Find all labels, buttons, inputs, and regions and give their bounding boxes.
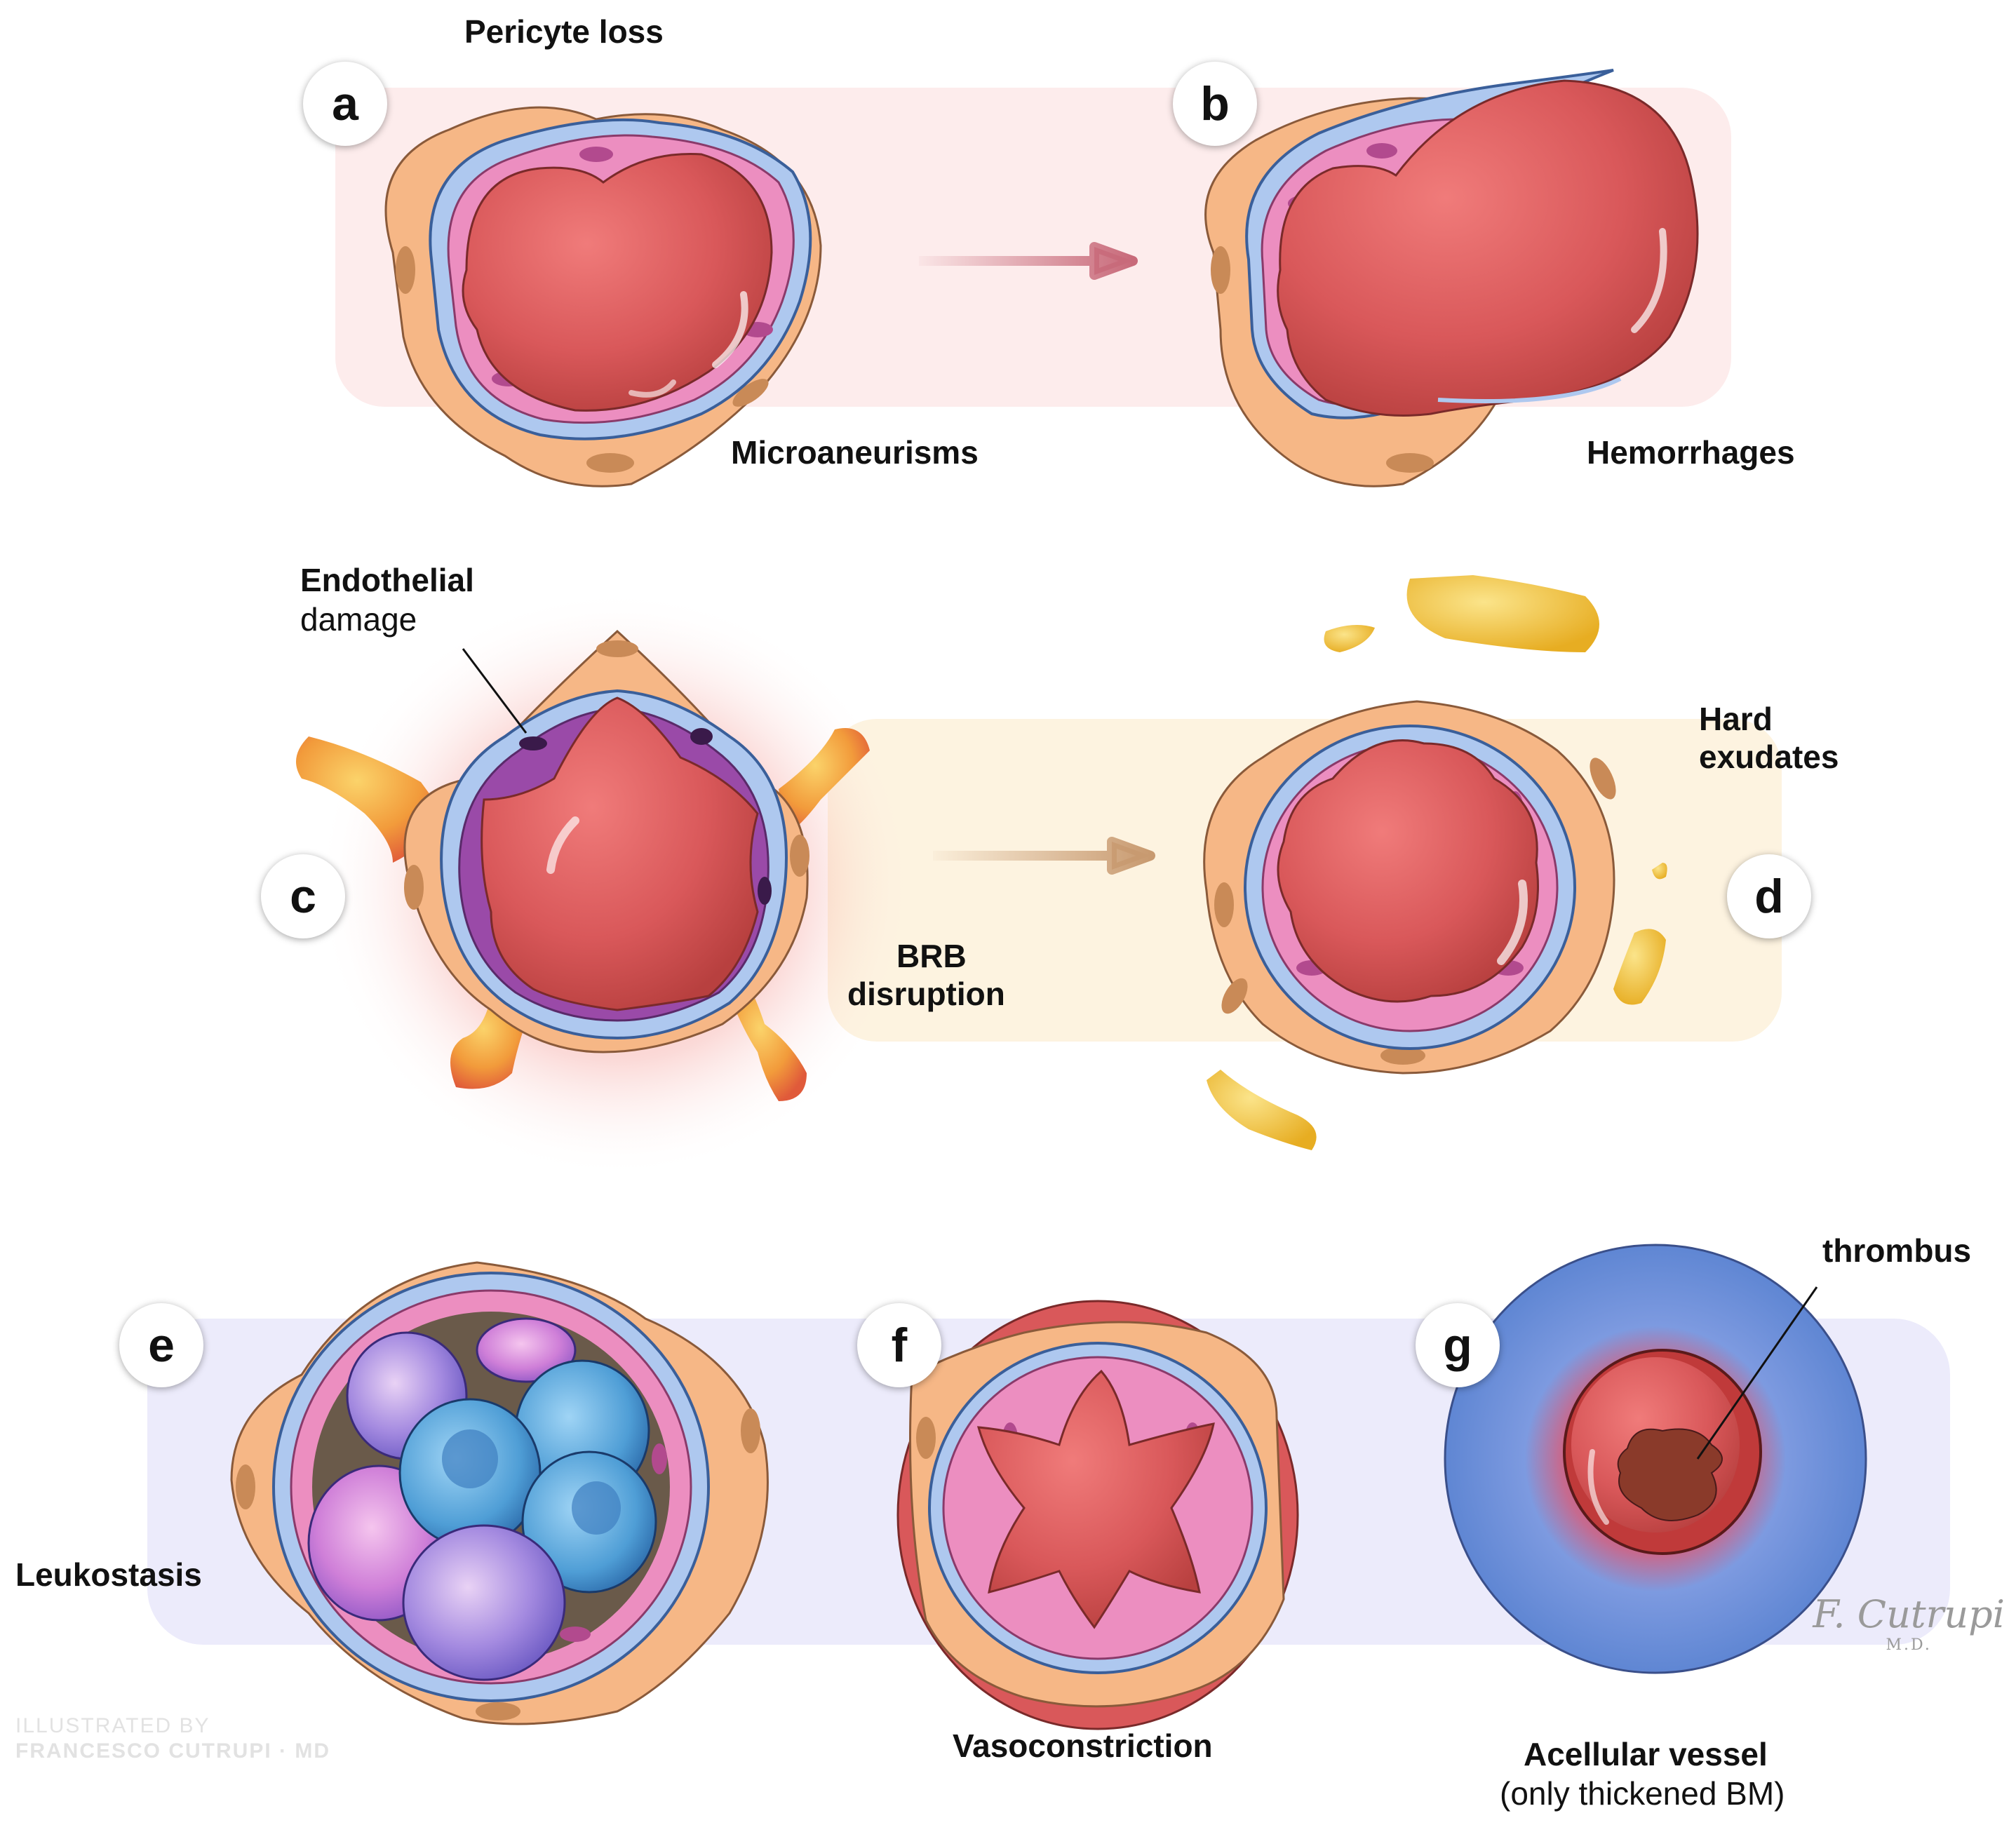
arrow-a-to-b xyxy=(919,242,1138,280)
pointer-thrombus xyxy=(1696,1286,1818,1460)
signature-suffix: M.D. xyxy=(1886,1636,1932,1654)
label-vasoconstriction: Vasoconstriction xyxy=(953,1728,1213,1764)
label-hard: Hard xyxy=(1699,701,1773,737)
pointer-endothelial-damage xyxy=(462,648,527,734)
vessel-f xyxy=(896,1300,1299,1730)
vessel-b xyxy=(1204,69,1699,487)
label-hemorrhages: Hemorrhages xyxy=(1587,434,1795,471)
label-acellular-vessel: Acellular vessel xyxy=(1524,1736,1768,1772)
credit-line-1: ILLUSTRATED BY xyxy=(15,1714,210,1737)
badge-a: a xyxy=(303,62,387,146)
label-pericyte-loss: Pericyte loss xyxy=(464,13,664,50)
vessel-c xyxy=(296,589,919,1178)
label-thickened-bm: (only thickened BM) xyxy=(1500,1775,1785,1812)
badge-c: c xyxy=(261,854,345,938)
badge-b: b xyxy=(1173,62,1257,146)
credit-line-2: FRANCESCO CUTRUPI · MD xyxy=(15,1739,330,1763)
badge-d: d xyxy=(1727,854,1811,938)
label-disruption: disruption xyxy=(847,976,1005,1012)
badge-e: e xyxy=(119,1303,203,1387)
signature-name: F. Cutrupi xyxy=(1813,1592,2005,1636)
label-damage: damage xyxy=(300,601,417,638)
signature: F. Cutrupi M.D. xyxy=(1813,1592,2005,1654)
label-brb: BRB xyxy=(896,938,967,974)
label-leukostasis: Leukostasis xyxy=(15,1556,202,1593)
label-endothelial: Endothelial xyxy=(300,562,474,598)
label-thrombus: thrombus xyxy=(1822,1232,1972,1269)
vessel-a xyxy=(384,106,822,487)
arrow-c-to-d xyxy=(933,837,1155,875)
badge-g: g xyxy=(1416,1303,1500,1387)
badge-f: f xyxy=(857,1303,941,1387)
label-exudates: exudates xyxy=(1699,739,1839,775)
vessel-g xyxy=(1444,1244,1867,1674)
label-microaneurisms: Microaneurisms xyxy=(731,434,979,471)
vessel-d xyxy=(1203,575,1667,1150)
vessel-e xyxy=(230,1261,769,1725)
